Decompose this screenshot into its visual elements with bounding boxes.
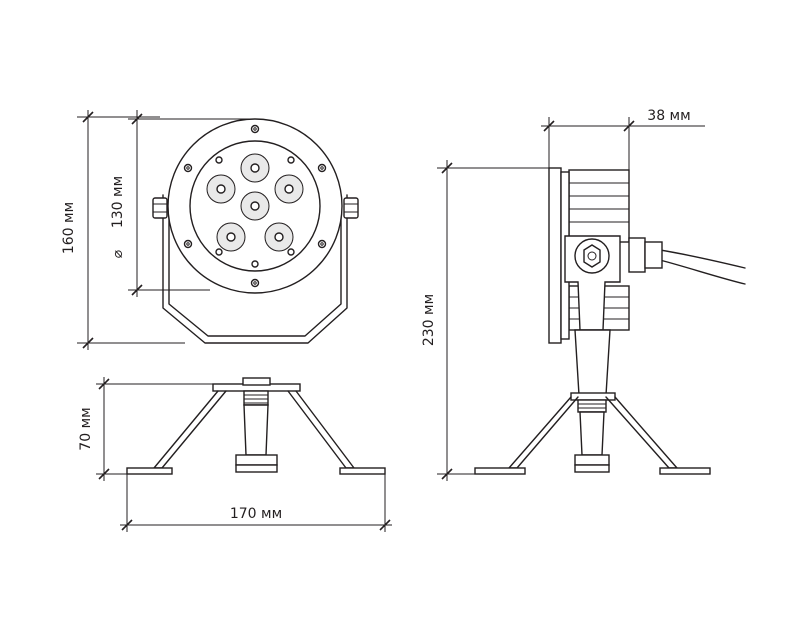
- led-4: [240, 191, 270, 221]
- dimension-130: [128, 110, 255, 297]
- led-array: [206, 153, 304, 252]
- lens-front: [548, 167, 562, 344]
- label-height-head: 160 мм: [61, 202, 77, 254]
- label-depth: 38 мм: [647, 108, 690, 124]
- led-1: [240, 153, 270, 183]
- dimension-230: [437, 160, 549, 481]
- dimension-70: [96, 377, 213, 481]
- front-view: [152, 118, 359, 344]
- front-bracket: [162, 194, 348, 344]
- label-diameter: ⌀ 130 мм: [110, 176, 126, 258]
- label-base-width: 170 мм: [230, 506, 282, 522]
- diameter-value: 130 мм: [110, 176, 126, 228]
- dimension-170: [120, 474, 392, 532]
- led-3: [274, 174, 304, 204]
- led-2: [206, 174, 236, 204]
- diameter-symbol: ⌀: [110, 249, 126, 258]
- label-base-height: 70 мм: [78, 407, 94, 450]
- led-6: [264, 222, 294, 252]
- bracket-bolt-right: [343, 197, 359, 219]
- front-base: [126, 377, 386, 475]
- lamp-housing-inner: [189, 140, 321, 272]
- dimension-38: [541, 117, 705, 170]
- dimension-160: [77, 110, 185, 350]
- label-height-total: 230 мм: [421, 294, 437, 346]
- led-5: [216, 222, 246, 252]
- bracket-bolt-left: [152, 197, 168, 219]
- power-cable: [659, 249, 746, 269]
- side-view: [474, 167, 746, 475]
- ring-screws: [183, 124, 327, 288]
